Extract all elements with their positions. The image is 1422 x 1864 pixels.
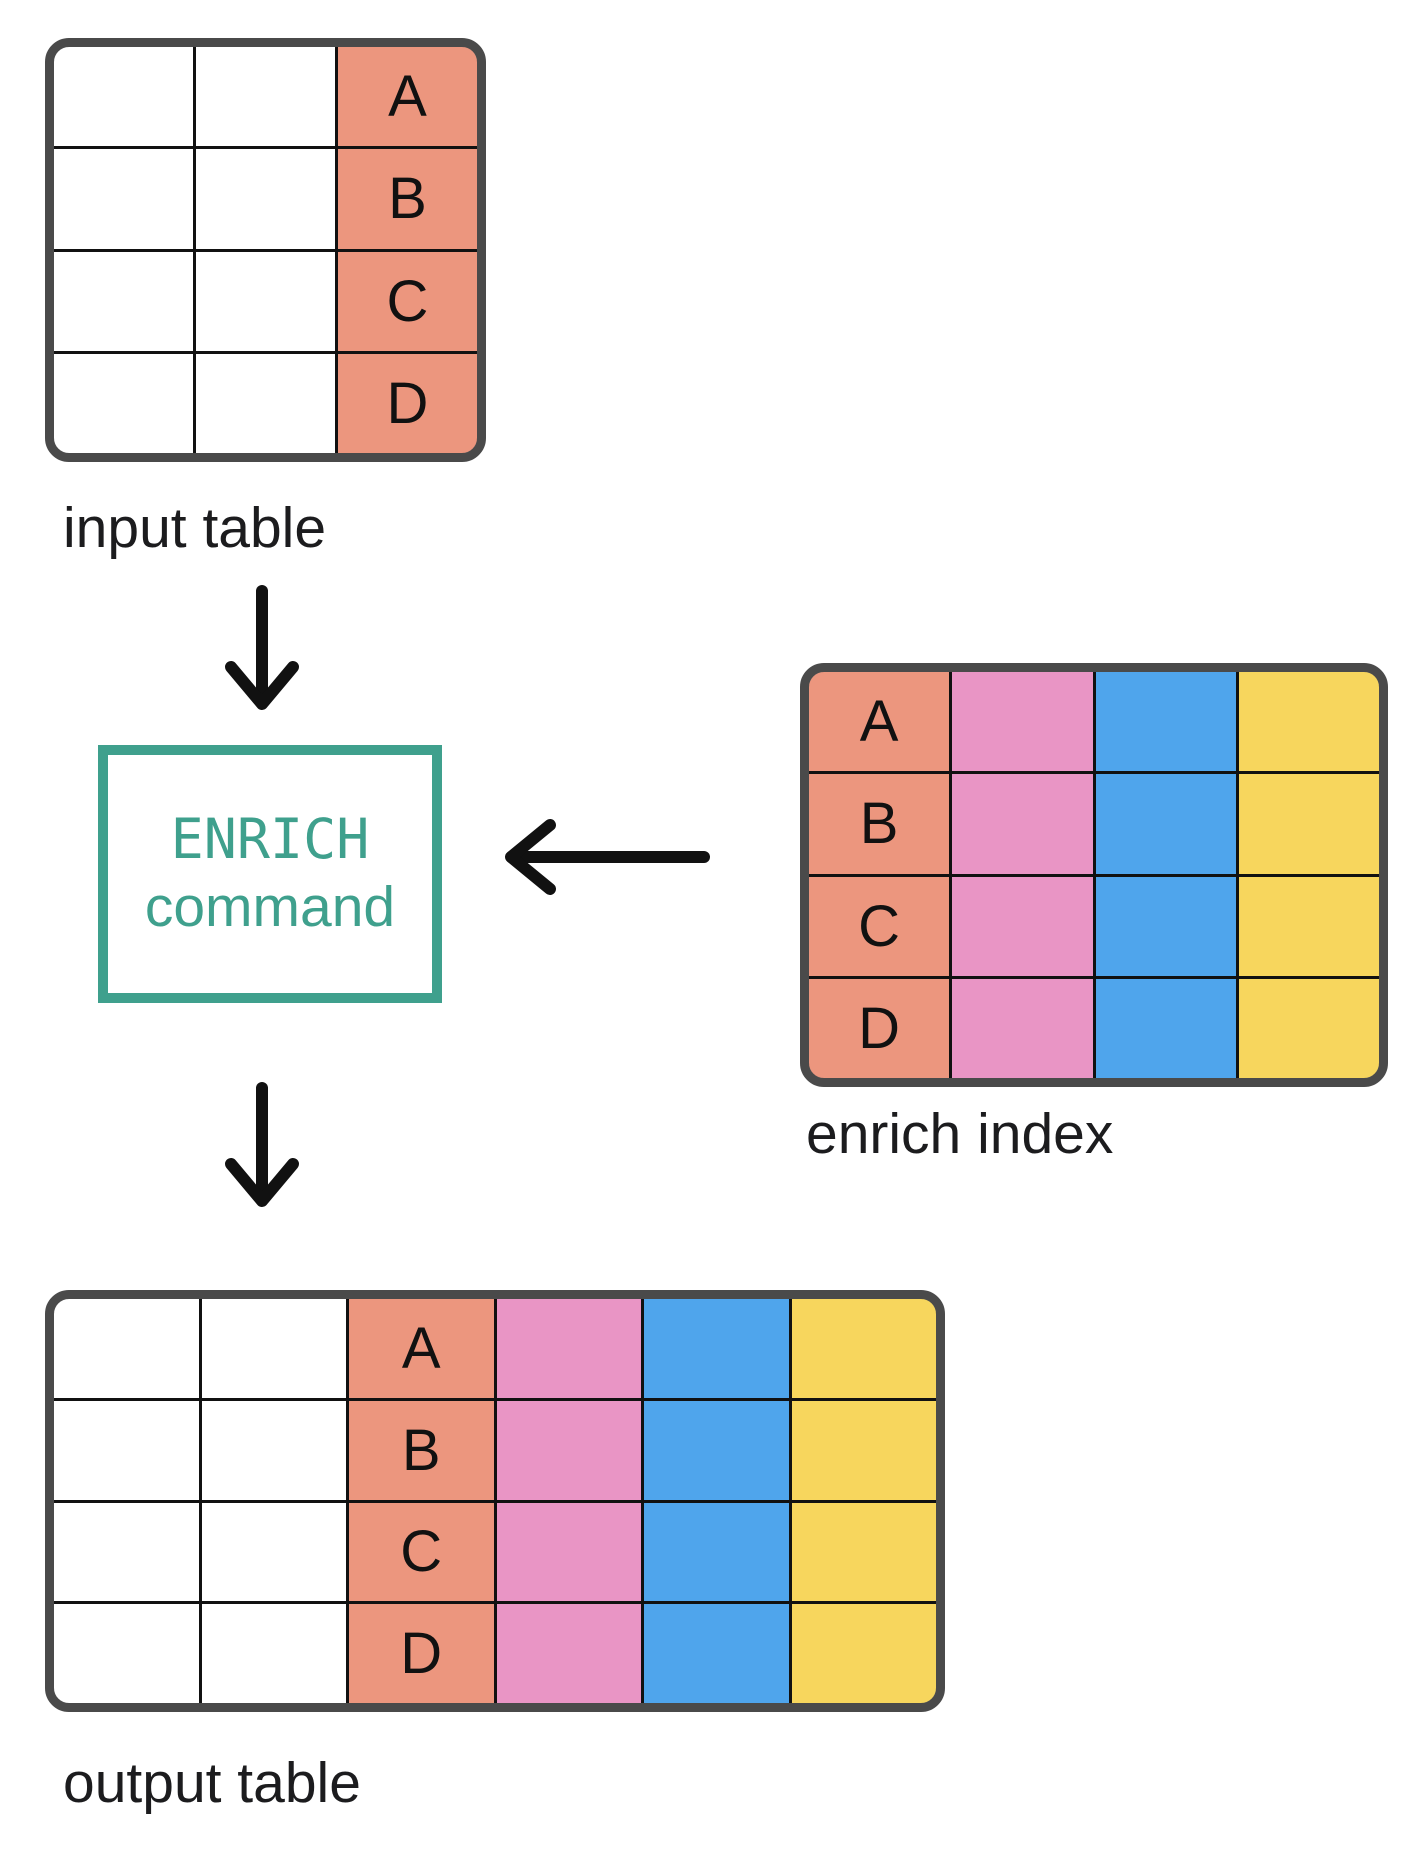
table-cell [54,47,193,147]
table-cell [644,1502,789,1602]
table-cell [791,1400,936,1500]
table-cell [791,1502,936,1602]
table-cell [1095,672,1236,772]
enrich-command-box: ENRICH command [98,745,442,1003]
table-cell [1238,672,1379,772]
table-cell [644,1299,789,1398]
key-cell: A [349,1299,494,1398]
table-cell [791,1604,936,1703]
enrich-command-keyword: ENRICH [170,807,370,872]
table-cell [54,353,193,453]
table-cell [1095,978,1236,1078]
table-cell [952,876,1093,976]
table-cell [1238,876,1379,976]
table-cell [1095,876,1236,976]
table-cell [196,353,335,453]
table-cell [196,149,335,249]
table-cell [54,1502,199,1602]
table-cell [201,1299,346,1398]
key-cell: D [349,1604,494,1703]
key-cell: B [338,149,477,249]
table-cell [644,1604,789,1703]
arrow-down-input-to-enrich-icon [225,585,299,710]
table-cell [952,774,1093,874]
table-cell [791,1299,936,1398]
table-cell [54,1400,199,1500]
table-cell [496,1604,641,1703]
table-cell [1238,774,1379,874]
table-cell [196,251,335,351]
key-cell: D [338,353,477,453]
enrich-command-word: command [144,874,396,939]
table-cell [1238,978,1379,1078]
key-cell: A [338,47,477,147]
table-cell [54,1604,199,1703]
table-cell [952,978,1093,1078]
key-cell: A [809,672,950,772]
table-cell [201,1502,346,1602]
table-cell [54,149,193,249]
table-cell [1095,774,1236,874]
table-cell [54,1299,199,1398]
key-cell: B [809,774,950,874]
key-cell: C [809,876,950,976]
key-cell: C [349,1502,494,1602]
input-table-label: input table [63,496,327,560]
key-cell: D [809,978,950,1078]
key-cell: B [349,1400,494,1500]
table-cell [201,1604,346,1703]
output-table-label: output table [63,1751,361,1815]
table-cell [196,47,335,147]
table-cell [496,1502,641,1602]
enrich-index-label: enrich index [806,1102,1114,1166]
table-cell [496,1400,641,1500]
arrow-left-index-to-enrich-icon [505,819,710,895]
table-cell [496,1299,641,1398]
table-cell [644,1400,789,1500]
key-cell: C [338,251,477,351]
table-cell [952,672,1093,772]
table-cell [201,1400,346,1500]
arrow-down-enrich-to-output-icon [225,1082,299,1207]
table-cell [54,251,193,351]
